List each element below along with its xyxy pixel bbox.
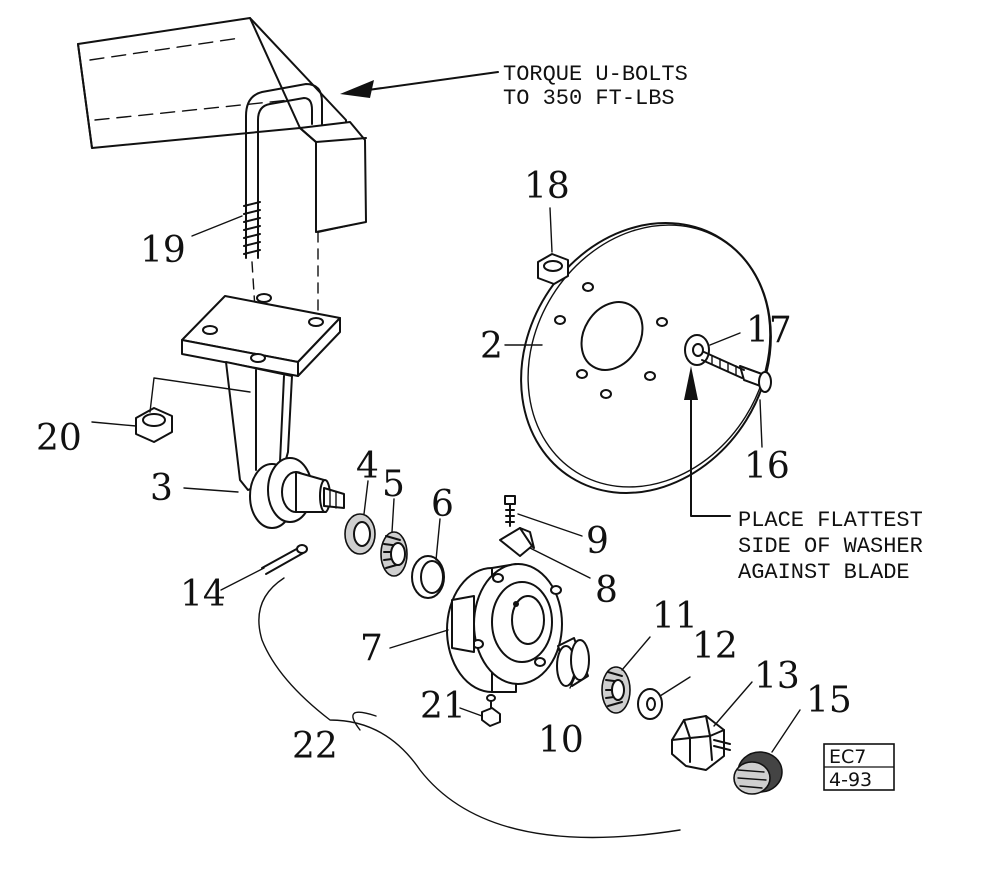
bearing-cone-11 — [601, 666, 631, 714]
dust-cap-15 — [733, 751, 783, 795]
washer-note-line-2: SIDE OF WASHER — [738, 534, 923, 559]
callout-7: 7 — [360, 628, 383, 669]
cotter-pin — [261, 544, 308, 575]
callout-10: 10 — [538, 720, 584, 761]
bearing-cup-10 — [556, 637, 590, 687]
toolbar-tube — [77, 17, 367, 233]
torque-note: TORQUE U-BOLTS TO 350 FT-LBS — [503, 62, 688, 111]
callout-15: 15 — [806, 680, 852, 721]
bolt-9 — [504, 495, 516, 527]
callout-8: 8 — [595, 570, 618, 611]
callout-3: 3 — [150, 468, 173, 509]
callout-21: 21 — [420, 686, 466, 727]
disc-blade — [520, 222, 772, 494]
callout-numbers: 2 3 4 5 6 7 8 9 10 11 12 13 14 15 16 17 … — [36, 166, 852, 767]
torque-note-line-2: TO 350 FT-LBS — [503, 86, 675, 111]
callout-6: 6 — [431, 484, 454, 525]
torque-arrow — [340, 71, 499, 98]
hex-nut-20 — [135, 407, 173, 443]
washer-note-arrow — [684, 366, 731, 517]
seal-4 — [344, 513, 376, 555]
castle-nut-13 — [671, 715, 731, 771]
callout-2: 2 — [480, 326, 503, 367]
callout-16: 16 — [744, 446, 790, 487]
hub — [446, 563, 563, 693]
callout-13: 13 — [754, 656, 800, 697]
callout-14: 14 — [180, 574, 226, 615]
stamp-date: 4-93 — [829, 769, 872, 791]
hex-nut-18 — [537, 253, 569, 285]
callout-12: 12 — [692, 626, 738, 667]
leader-lines — [91, 207, 801, 753]
callout-5: 5 — [382, 464, 405, 505]
disc-standard — [181, 293, 345, 529]
callout-17: 17 — [746, 310, 792, 351]
stamp-code: EC7 — [829, 746, 866, 768]
washer-note-line-3: AGAINST BLADE — [738, 560, 910, 585]
callout-18: 18 — [524, 166, 570, 207]
bearing-cup-6 — [411, 555, 445, 599]
callout-9: 9 — [586, 521, 609, 562]
washer-12 — [637, 688, 663, 720]
washer-note-line-1: PLACE FLATTEST — [738, 508, 923, 533]
callout-20: 20 — [36, 418, 82, 459]
bearing-cone-5 — [380, 531, 408, 577]
carriage-bolt-16 — [701, 351, 772, 393]
callout-22: 22 — [292, 726, 338, 767]
revision-stamp: EC7 4-93 — [823, 743, 895, 791]
deflector-8 — [499, 527, 535, 557]
callout-11: 11 — [652, 596, 698, 637]
callout-4: 4 — [356, 446, 379, 487]
callout-19: 19 — [140, 230, 186, 271]
torque-note-line-1: TORQUE U-BOLTS — [503, 62, 688, 87]
grease-zerk-21 — [481, 694, 501, 727]
washer-note: PLACE FLATTEST SIDE OF WASHER AGAINST BL… — [738, 508, 923, 585]
washer-17 — [684, 334, 710, 366]
bracket-curve-22 — [258, 577, 681, 839]
